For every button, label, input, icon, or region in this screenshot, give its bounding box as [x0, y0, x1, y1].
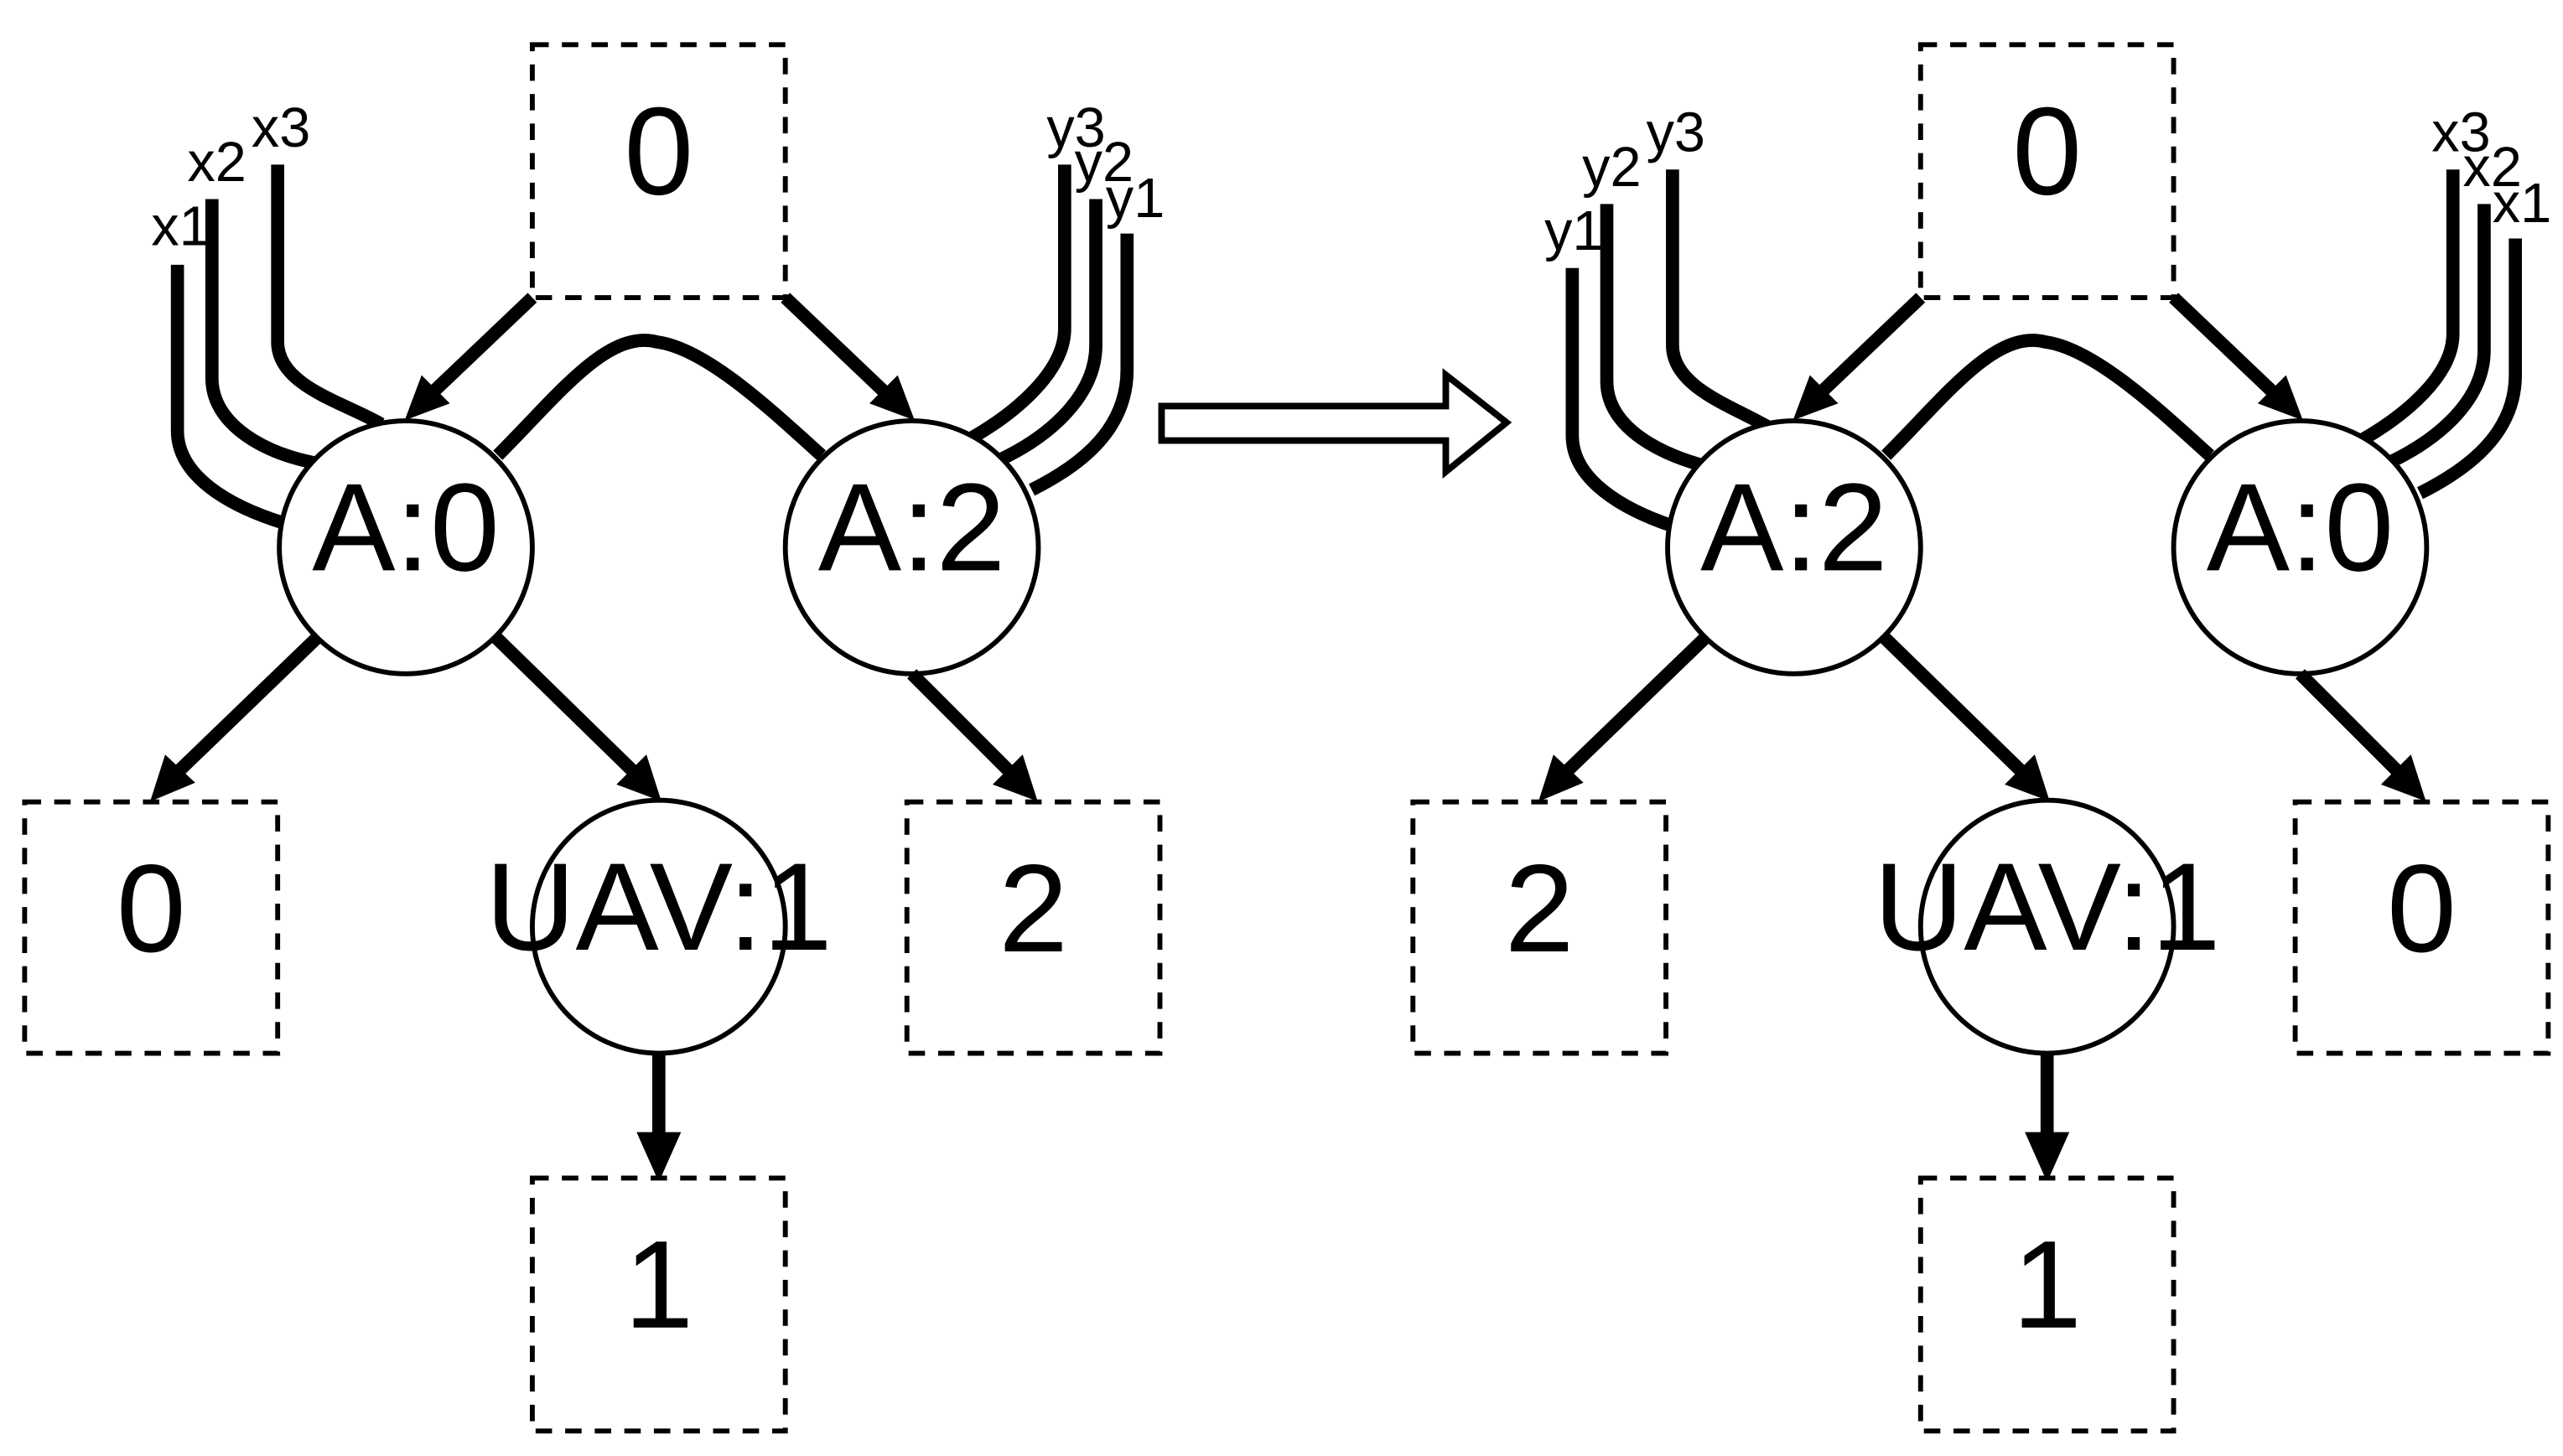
right-wire-5	[2384, 204, 2491, 470]
right-wire-label-1: y1	[1544, 200, 1603, 262]
left-arrowhead-a	[404, 375, 450, 421]
left-box-right-label: 2	[999, 838, 1068, 978]
right-wire-2	[1600, 204, 1710, 474]
right-node-uav-label: UAV:1	[1874, 837, 2221, 977]
right-edge-top-to-b	[2169, 293, 2280, 400]
left-edge-a-to-uav	[491, 633, 639, 778]
left-node-a-label: A:0	[312, 457, 500, 597]
left-node-a	[277, 418, 535, 676]
right-arrowhead-box-right	[2380, 754, 2426, 802]
right-wire-6	[2417, 238, 2523, 500]
right-box-bottom	[1917, 1175, 2176, 1434]
left-box-right	[904, 799, 1163, 1056]
right-arrowhead-box-left	[1538, 754, 1584, 802]
right-edge-a-to-uav	[1880, 633, 2027, 778]
left-edge-top-to-a	[426, 293, 537, 400]
right-edge-b-to-box	[2295, 669, 2404, 777]
right-wire-4	[2358, 169, 2460, 447]
left-node-b-label: A:2	[818, 457, 1006, 597]
left-arrowhead-box-bottom	[636, 1132, 682, 1183]
right-box-left-label: 2	[1505, 838, 1575, 978]
right-box-bottom-label: 1	[2012, 1215, 2082, 1355]
right-wire-label-3: y3	[1647, 102, 1705, 164]
left-edge-b-to-box	[907, 669, 1015, 777]
left-crossover-curve	[493, 334, 827, 461]
right-edge-top-to-a	[1813, 293, 1926, 400]
right-box-right-label: 0	[2387, 838, 2457, 978]
right-arrowhead-a	[1793, 375, 1839, 421]
left-wire-label-1: x1	[151, 195, 210, 257]
transform-arrow	[1158, 368, 1512, 479]
left-wire-6	[1029, 233, 1134, 496]
left-node-uav-label: UAV:1	[485, 837, 833, 977]
left-wire-label-4: y3	[1046, 97, 1105, 159]
left-box-left	[22, 799, 281, 1056]
left-top-box-label: 0	[624, 81, 693, 221]
right-wire-1	[1565, 267, 1675, 532]
right-arrowhead-uav	[2005, 754, 2050, 802]
right-node-a	[1665, 418, 1923, 676]
left-wire-label-3: x3	[252, 97, 310, 159]
left-edge-top-to-b	[781, 293, 892, 400]
left-wire-label-5: y2	[1075, 132, 1134, 194]
left-arrowhead-uav	[616, 754, 662, 802]
left-box-left-label: 0	[117, 838, 186, 978]
left-wire-5	[996, 199, 1103, 467]
right-wire-label-5: x2	[2463, 137, 2522, 199]
right-box-right	[2292, 799, 2551, 1056]
left-wire-1	[170, 264, 285, 530]
left-top-box	[529, 42, 788, 301]
right-top-box-label: 0	[2012, 81, 2082, 221]
left-box-bottom	[529, 1175, 788, 1434]
left-wire-4	[969, 164, 1071, 443]
right-wire-label-4: x3	[2431, 102, 2490, 164]
left-wire-3	[271, 164, 385, 430]
left-arrowhead-b	[869, 375, 915, 421]
left-edge-a-to-box	[173, 633, 322, 778]
left-arrowhead-box-right	[992, 754, 1038, 802]
right-crossover-curve	[1881, 334, 2214, 461]
left-box-bottom-label: 1	[624, 1215, 693, 1355]
left-arrowhead-box-left	[150, 754, 195, 802]
right-arrowhead-b	[2257, 375, 2303, 421]
right-box-left	[1410, 799, 1668, 1056]
right-node-b-label: A:0	[2207, 457, 2394, 597]
right-arrowhead-box-bottom	[2025, 1132, 2070, 1183]
right-wire-3	[1666, 169, 1778, 437]
right-wire-label-2: y2	[1582, 137, 1641, 199]
right-diagram: 0 y1 y2 y3 x3 x2 x1 A:2 A:0 2 0 UAV:1	[1410, 42, 2551, 1434]
right-node-a-label: A:2	[1700, 457, 1888, 597]
right-edge-a-to-box	[1561, 633, 1710, 778]
left-diagram: 0 x1 x2 x3 y3 y2 y1 A:0 A:2	[22, 42, 1165, 1434]
right-wire-label-6: x1	[2493, 173, 2551, 235]
left-wire-label-2: x2	[187, 132, 246, 194]
right-top-box	[1917, 42, 2176, 301]
left-wire-label-6: y1	[1106, 168, 1165, 230]
